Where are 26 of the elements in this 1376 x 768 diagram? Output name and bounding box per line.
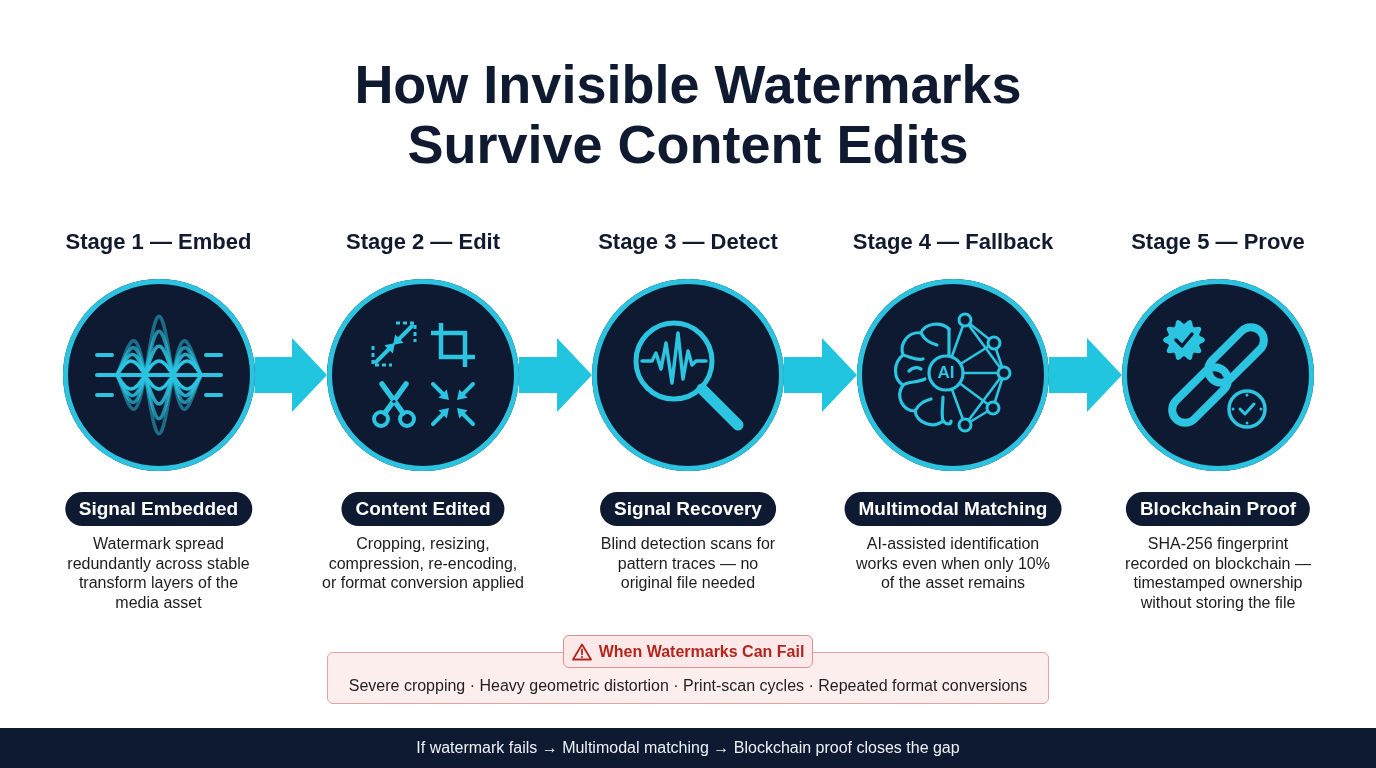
icon-text: AI (937, 363, 955, 383)
stage-label: Blockchain Proof (1125, 492, 1311, 526)
stage-label: Signal Recovery (600, 492, 776, 526)
arrow (254, 338, 327, 412)
stage-description: Watermark spread redundantly across stable transform layers of the media asset (66, 534, 251, 612)
title: How Invisible Watermarks Survive Content Edits (353, 54, 1023, 174)
arrow (519, 338, 592, 412)
stage-heading: Stage 4 — Fallback (852, 229, 1054, 255)
stage-heading: Stage 2 — Edit (346, 229, 500, 255)
stage-label: Content Edited (341, 492, 505, 526)
stage-description: Cropping, resizing, compression, re-encoding, or format conversion applied (321, 534, 525, 593)
warning-text: Severe cropping · Heavy geometric distortion · Print-scan cycles · Repeated format conversions (348, 677, 1028, 694)
stage-heading: Stage 5 — Prove (1131, 229, 1305, 255)
stage-label: Multimodal Matching (844, 492, 1062, 526)
footer-text: If watermark fails → Multimodal matching → Blockchain proof closes the gap (416, 739, 960, 757)
footer-band (0, 728, 1376, 768)
stage-label: Signal Embedded (64, 492, 253, 526)
stage-description: AI-assisted identification works even when only 10% of the asset remains (855, 534, 1051, 593)
stage-heading: Stage 3 — Detect (598, 229, 778, 255)
warning-tab (563, 635, 813, 668)
stage-description: Blind detection scans for pattern traces — no original file needed (599, 534, 777, 593)
warning-heading: When Watermarks Can Fail (598, 642, 805, 661)
stage-heading: Stage 1 — Embed (65, 229, 252, 255)
arrow (1049, 338, 1122, 412)
arrow (784, 338, 857, 412)
stage-description: SHA-256 fingerprint recorded on blockchain — timestamped ownership without storing the file (1124, 534, 1312, 612)
